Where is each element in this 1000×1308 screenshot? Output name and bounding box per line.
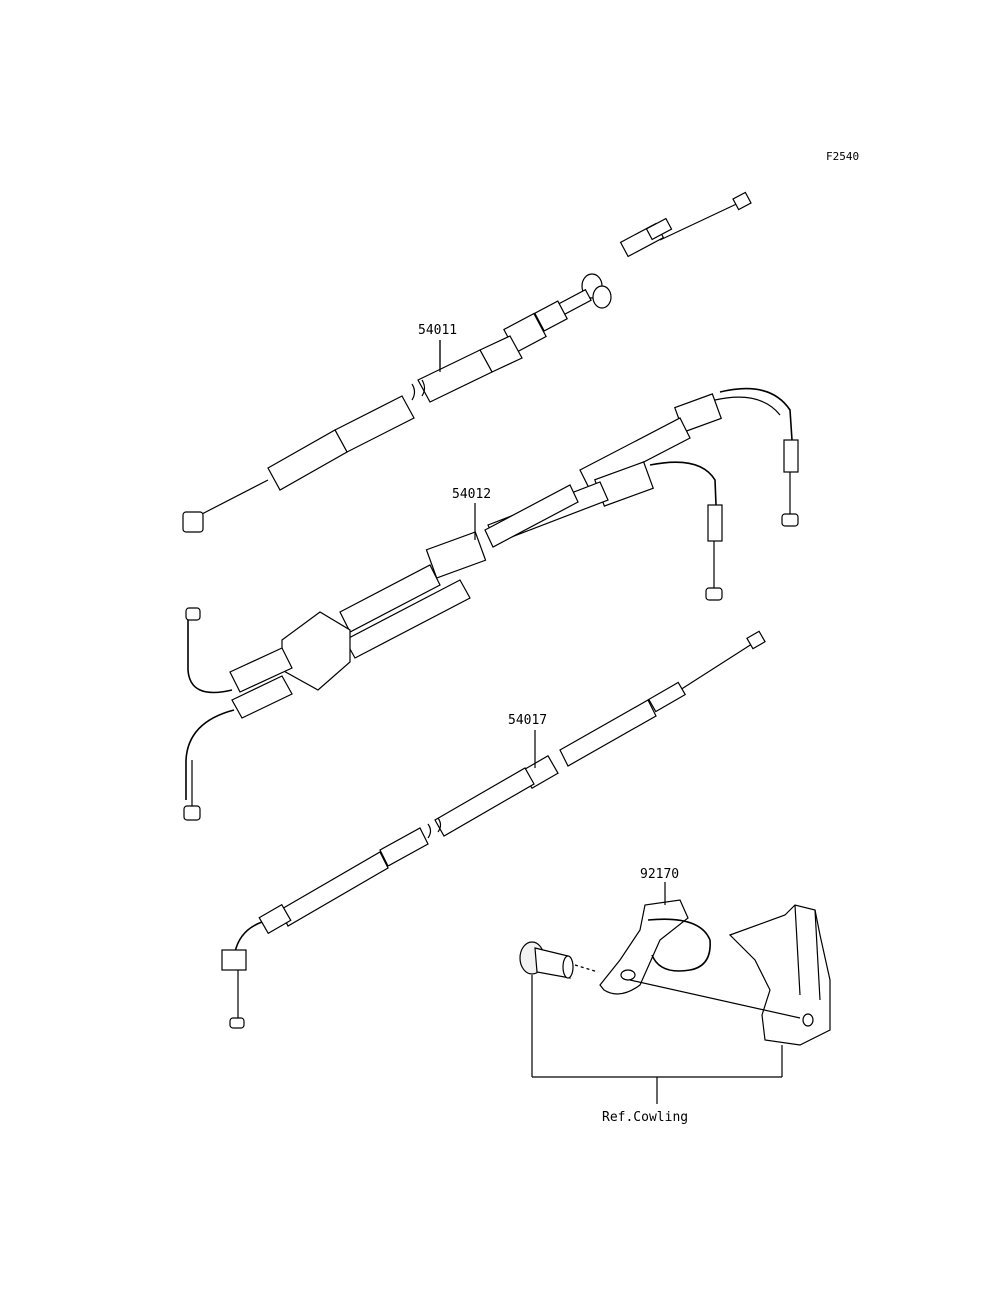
reference-label: Ref.Cowling <box>602 1110 688 1125</box>
part-label-54012[interactable]: 54012 <box>452 487 491 502</box>
cowling-ref-bracket <box>728 904 831 1046</box>
part-label-54017[interactable]: 54017 <box>508 713 547 728</box>
part-label-92170[interactable]: 92170 <box>640 867 679 882</box>
figure-code: F2540 <box>826 150 859 163</box>
cable-54017[interactable] <box>221 630 766 1029</box>
cable-54011[interactable] <box>182 191 752 533</box>
alignment-line <box>574 964 599 973</box>
part-label-54011[interactable]: 54011 <box>418 323 457 338</box>
bolt[interactable] <box>519 941 574 979</box>
alignment-line <box>629 979 801 1019</box>
cable-54012[interactable] <box>183 387 799 821</box>
reference-bracket <box>531 975 783 1104</box>
bracket-92170[interactable] <box>599 899 711 995</box>
